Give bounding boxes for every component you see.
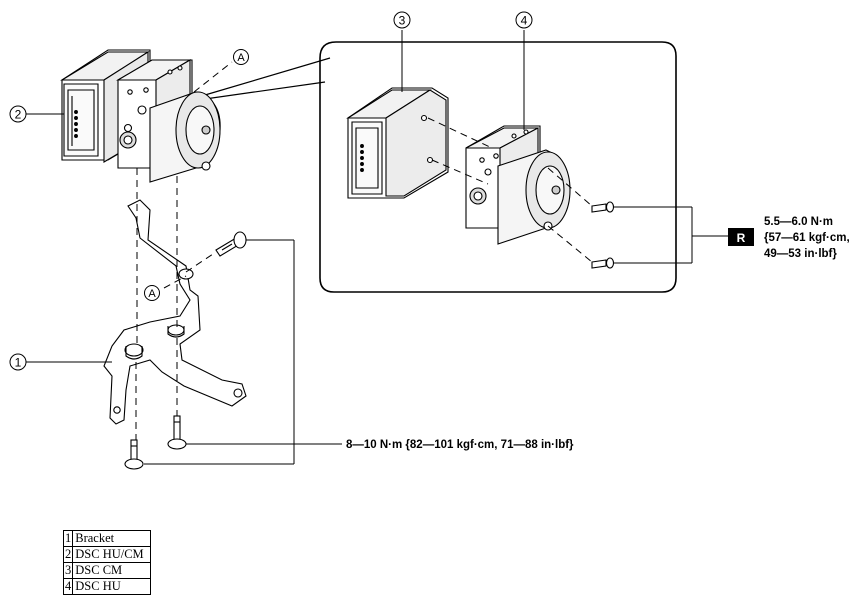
callout-a-mid: A bbox=[144, 285, 160, 301]
legend-number: 1 bbox=[62, 530, 74, 547]
torque-inset-line3: 49—53 in·lbf} bbox=[764, 248, 837, 260]
legend-row: 1 Bracket bbox=[62, 530, 152, 547]
legend-part-name: Bracket bbox=[72, 530, 152, 547]
torque-r-badge bbox=[728, 228, 754, 246]
callout-1: 1 bbox=[9, 353, 27, 371]
torque-spec-bracket: 8—10 N·m {82—101 kgf·cm, 71—88 in·lbf} bbox=[346, 439, 574, 451]
bracket bbox=[103, 199, 247, 425]
legend-row: 4 DSC HU bbox=[62, 578, 152, 595]
parts-legend-table: 1 Bracket 2 DSC HU/CM 3 DSC CM 4 DSC HU bbox=[62, 530, 152, 595]
callout-2: 2 bbox=[9, 105, 27, 123]
inset-dsc-cm bbox=[346, 87, 449, 199]
callout-a-top: A bbox=[233, 49, 249, 65]
legend-number: 4 bbox=[62, 578, 74, 595]
legend-number: 2 bbox=[62, 546, 74, 563]
legend-row: 3 DSC CM bbox=[62, 562, 152, 579]
legend-part-name: DSC HU bbox=[72, 578, 152, 595]
legend-number: 3 bbox=[62, 562, 74, 579]
inset-dsc-hu bbox=[465, 125, 571, 245]
callout-a-top-label: A bbox=[237, 52, 245, 64]
callout-2-label: 2 bbox=[15, 108, 22, 122]
torque-inset-line1: 5.5—6.0 N·m bbox=[764, 216, 833, 228]
callout-a-mid-label: A bbox=[148, 288, 156, 300]
alignment-lines bbox=[135, 61, 593, 440]
inset-screws bbox=[591, 201, 615, 269]
legend-part-name: DSC CM bbox=[72, 562, 152, 579]
legend-row: 2 DSC HU/CM bbox=[62, 546, 152, 563]
callout-3: 3 bbox=[393, 11, 411, 29]
callout-1-label: 1 bbox=[15, 356, 22, 370]
leader-lines bbox=[26, 30, 728, 465]
callout-4: 4 bbox=[515, 11, 533, 29]
legend-part-name: DSC HU/CM bbox=[72, 546, 152, 563]
detail-inset bbox=[204, 41, 677, 293]
callout-3-label: 3 bbox=[399, 14, 406, 28]
callout-4-label: 4 bbox=[521, 14, 528, 28]
torque-r-badge-label: R bbox=[737, 231, 746, 245]
torque-inset-line2: {57—61 kgf·cm, bbox=[764, 232, 850, 244]
dsc-hu-cm-assembly bbox=[60, 49, 221, 183]
torque-spec-inset: R 5.5—6.0 N·m {57—61 kgf·cm, 49—53 in·lb… bbox=[728, 216, 850, 260]
